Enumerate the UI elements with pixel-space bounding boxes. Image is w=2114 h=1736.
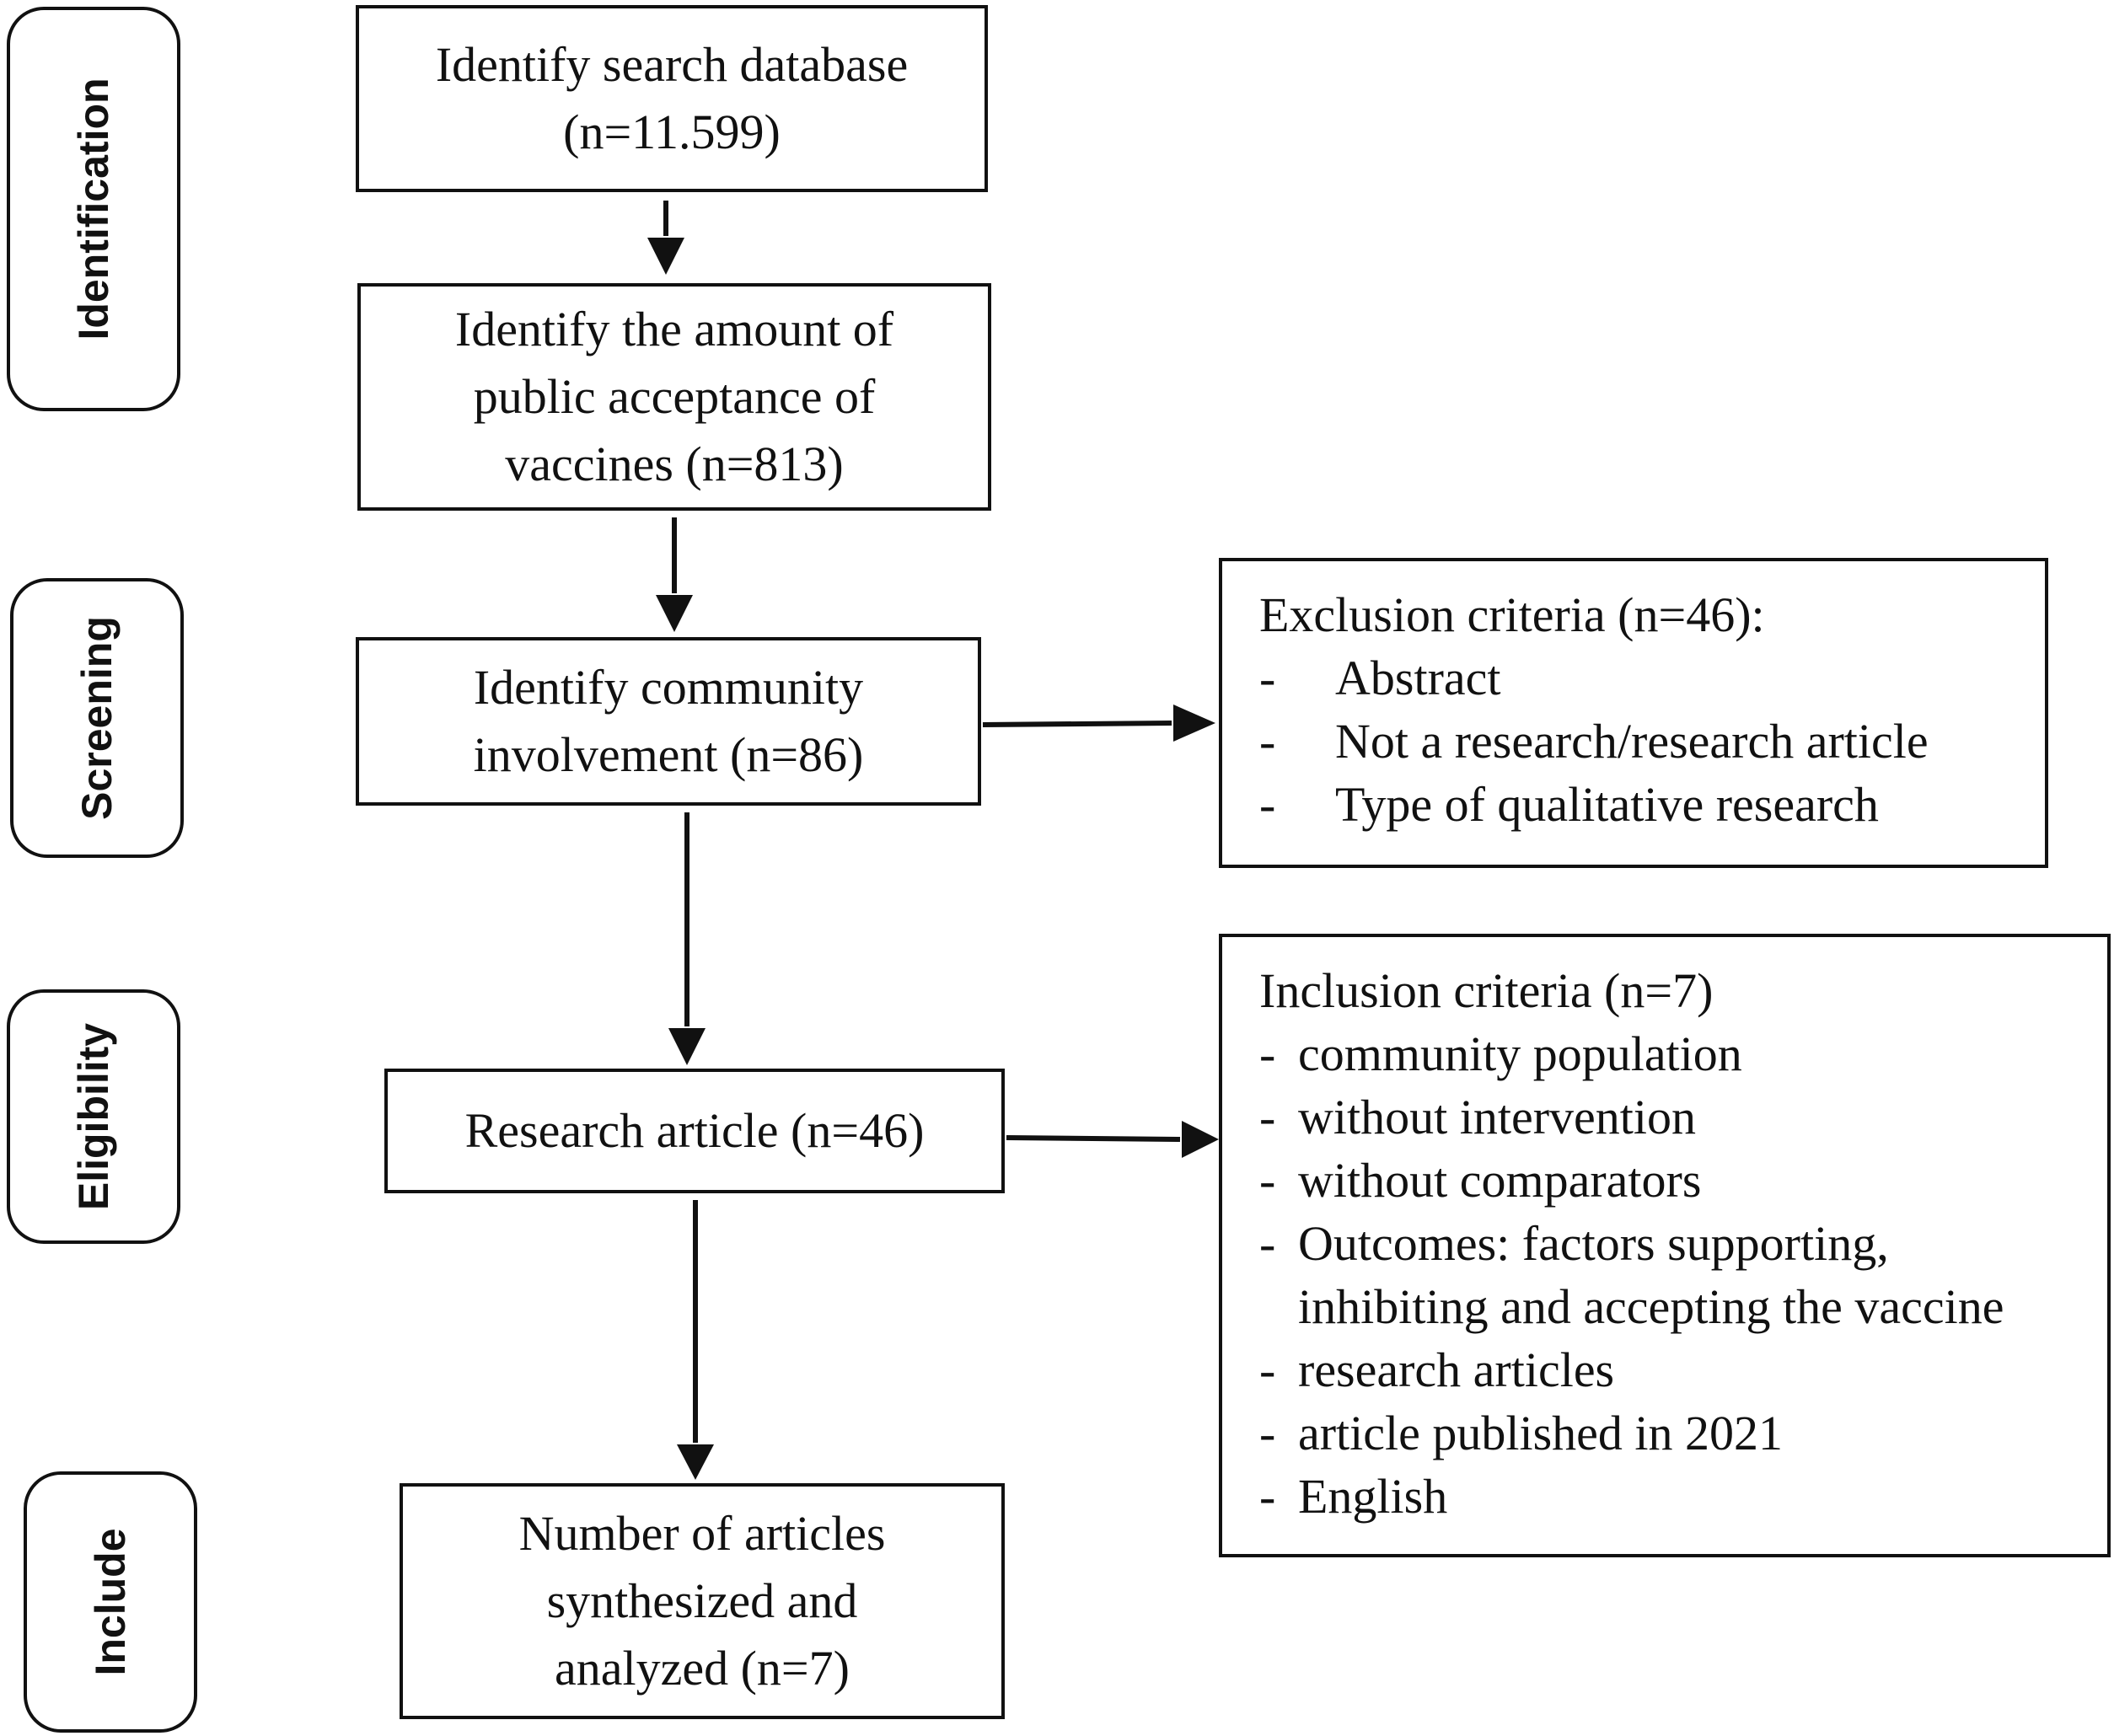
stage-identification: Identification [7,7,180,411]
public-acceptance-line3: vaccines (n=813) [505,437,844,491]
arrowhead-6 [1182,1121,1219,1158]
arrowhead-2 [656,595,693,632]
stage-eligibility: Eligibility [7,989,180,1244]
exclusion-item: -Abstract [1259,651,1501,705]
inclusion-item: -English [1259,1469,1448,1524]
public-acceptance-line2: public acceptance of [473,369,876,424]
articles-synthesized-line3: analyzed (n=7) [555,1641,850,1696]
inclusion-title: Inclusion criteria (n=7) [1259,963,1714,1018]
research-article-line1: Research article (n=46) [464,1103,925,1158]
box-public-acceptance: Identify the amount of public acceptance… [357,283,991,511]
articles-synthesized-line1: Number of articles [518,1506,886,1561]
inclusion-item: -Outcomes: factors supporting, inhibitin… [1259,1212,2074,1338]
community-involvement-line1: Identify community [473,660,864,715]
box-research-article: Research article (n=46) [384,1069,1005,1193]
inclusion-item: -article published in 2021 [1259,1406,1784,1460]
box-articles-synthesized: Number of articles synthesized and analy… [400,1483,1005,1719]
arrowhead-3 [668,1028,706,1065]
box-exclusion-criteria: Exclusion criteria (n=46): -Abstract -No… [1219,558,2048,868]
box-community-involvement: Identify community involvement (n=86) [356,637,981,806]
public-acceptance-line1: Identify the amount of [454,302,894,356]
exclusion-list: -Abstract -Not a research/research artic… [1259,646,2011,836]
stage-include: Include [24,1471,197,1733]
arrow-research-to-inclusion [1006,1135,1181,1142]
search-database-line2: (n=11.599) [563,104,781,159]
arrowhead-4 [677,1444,714,1480]
box-inclusion-criteria: Inclusion criteria (n=7) -community popu… [1219,934,2111,1557]
exclusion-item: -Not a research/research article [1259,714,1929,769]
box-search-database: Identify search database (n=11.599) [356,5,988,192]
arrowhead-1 [647,238,684,275]
inclusion-item: -community population [1259,1026,1742,1081]
exclusion-title: Exclusion criteria (n=46): [1259,587,1765,642]
articles-synthesized-line2: synthesized and [546,1573,858,1628]
inclusion-outcomes-continuation: inhibiting and accepting the vaccine [1298,1279,2004,1334]
stage-screening: Screening [10,578,184,858]
arrow-community-to-exclusion [982,721,1172,727]
search-database-line1: Identify search database [435,37,909,92]
arrowhead-5 [1173,705,1215,742]
inclusion-list: -community population -without intervent… [1259,1022,2074,1528]
inclusion-item: -without comparators [1259,1153,1702,1208]
exclusion-item: -Type of qualitative research [1259,777,1879,832]
inclusion-item: -research articles [1259,1342,1615,1397]
community-involvement-line2: involvement (n=86) [473,727,864,782]
inclusion-item: -without intervention [1259,1090,1696,1144]
